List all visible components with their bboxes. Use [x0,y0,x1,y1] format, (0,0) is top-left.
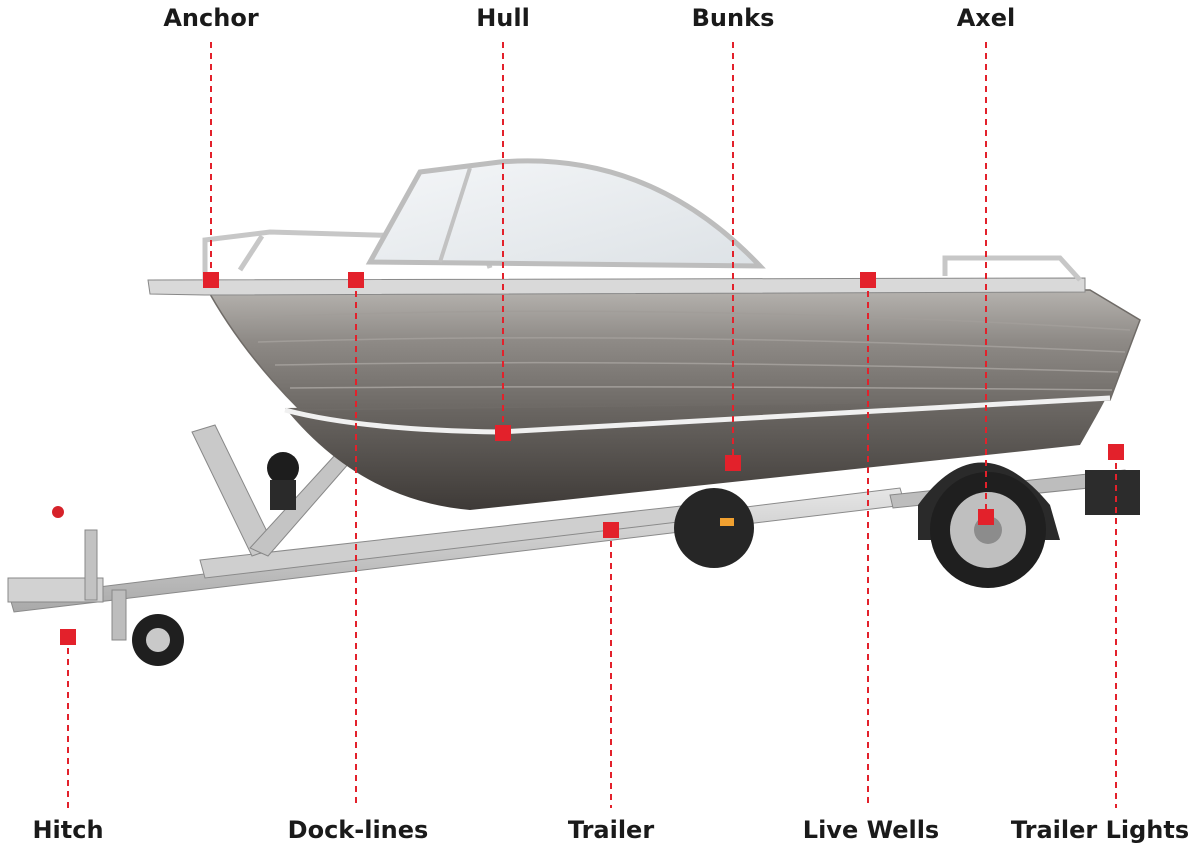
label-dock-lines: Dock-lines [288,818,429,842]
trailer-light-box [1085,470,1140,515]
trailer-lights-marker [1108,444,1124,460]
axel-marker [978,509,994,525]
windshield [370,161,760,266]
hull-marker [495,425,511,441]
hull-side [205,285,1140,410]
label-live-wells: Live Wells [803,818,939,842]
trailer-marker [603,522,619,538]
label-trailer-lights: Trailer Lights [1011,818,1189,842]
gunwale [148,278,1085,295]
jockey-wheel [112,590,184,666]
label-bunks: Bunks [692,6,775,30]
winch [267,452,299,510]
anchor-marker [203,272,219,288]
side-reflector [720,518,734,526]
live-wells-marker [860,272,876,288]
label-axel: Axel [957,6,1016,30]
label-hull: Hull [476,6,530,30]
hitch-marker [60,629,76,645]
label-hitch: Hitch [32,818,103,842]
label-anchor: Anchor [163,6,258,30]
dock-lines-marker [348,272,364,288]
label-trailer: Trailer [568,818,654,842]
bunks-marker [725,455,741,471]
